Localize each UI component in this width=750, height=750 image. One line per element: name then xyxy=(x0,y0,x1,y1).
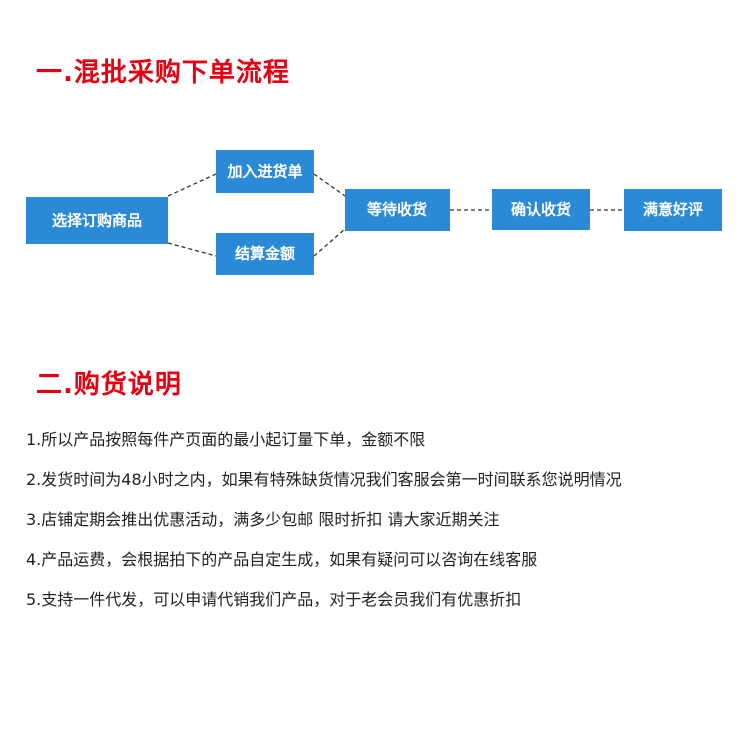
connector-cart-to-wait xyxy=(313,173,346,197)
flow-node-label: 结算金额 xyxy=(235,245,295,263)
connector-settle-to-wait xyxy=(313,228,346,257)
flow-node-label: 等待收货 xyxy=(367,201,427,219)
flow-node-label: 满意好评 xyxy=(643,201,703,219)
note-item: 1.所以产品按照每件产页面的最小起订量下单，金额不限 xyxy=(26,430,426,449)
flow-node-settle-amount: 结算金额 xyxy=(216,233,314,275)
flow-node-add-cart: 加入进货单 xyxy=(216,150,314,193)
connector-select-to-cart xyxy=(167,173,217,197)
flow-node-good-review: 满意好评 xyxy=(624,189,722,231)
flow-node-label: 确认收货 xyxy=(511,201,571,219)
flow-node-label: 加入进货单 xyxy=(226,163,302,181)
section-title-purchase-notes: 二.购货说明 xyxy=(36,370,182,400)
flow-node-wait-receive: 等待收货 xyxy=(345,189,450,231)
note-item: 2.发货时间为48小时之内，如果有特殊缺货情况我们客服会第一时间联系您说明情况 xyxy=(26,470,622,489)
connector-select-to-settle xyxy=(167,242,217,257)
order-flow-diagram: 选择订购商品 加入进货单 结算金额 等待收货 确认收货 满意好评 xyxy=(26,150,722,275)
section-title-order-process: 一.混批采购下单流程 xyxy=(36,58,290,88)
note-item: 4.产品运费，会根据拍下的产品自定生成，如果有疑问可以咨询在线客服 xyxy=(26,550,538,569)
flow-node-select-goods: 选择订购商品 xyxy=(26,197,168,244)
purchase-notes-list: 1.所以产品按照每件产页面的最小起订量下单，金额不限 2.发货时间为48小时之内… xyxy=(26,430,622,630)
note-item: 5.支持一件代发，可以申请代销我们产品，对于老会员我们有优惠折扣 xyxy=(26,590,522,609)
flow-node-confirm-receive: 确认收货 xyxy=(492,189,590,230)
note-item: 3.店铺定期会推出优惠活动，满多少包邮 限时折扣 请大家近期关注 xyxy=(26,510,500,529)
flow-node-label: 选择订购商品 xyxy=(52,212,142,230)
